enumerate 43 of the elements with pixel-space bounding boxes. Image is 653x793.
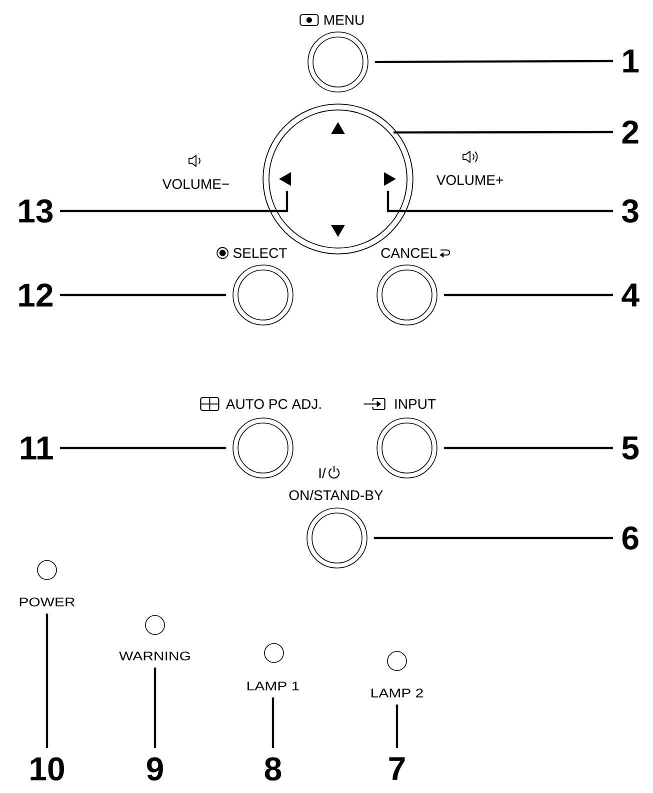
callout-number: 7 [389, 757, 405, 780]
callout-number: 1 [623, 50, 639, 72]
leader-line [386, 190, 613, 212]
arrow-key [331, 225, 345, 237]
leader-line [154, 668, 156, 748]
indicator-label: WARNING [119, 652, 190, 660]
leader-line [60, 190, 288, 212]
indicator-label: LAMP 1 [248, 682, 299, 690]
key-label: I/ [319, 468, 326, 478]
leader-line [60, 446, 226, 450]
callout-number: 2 [622, 120, 638, 144]
key-label: SELECT [233, 248, 287, 258]
leader-line [444, 294, 613, 296]
arrow-key [279, 172, 291, 186]
callout-number: 8 [264, 757, 282, 781]
leader-line [393, 130, 613, 134]
key-label: AUTO PC ADJ. [226, 399, 321, 409]
callout-number: 12 [19, 284, 52, 307]
arrow-key [331, 122, 345, 134]
leader-line [444, 446, 613, 450]
indicator-label: LAMP 2 [372, 688, 423, 698]
callout-number: 11 [21, 436, 53, 460]
callout-number: 13 [19, 199, 53, 223]
key-label: INPUT [395, 399, 436, 409]
key-label: MENU [324, 15, 364, 25]
key-label: ON/STAND-BY [289, 490, 383, 500]
callout-number: 6 [622, 526, 638, 550]
leader-line [396, 704, 398, 748]
callout-number: 9 [146, 757, 163, 781]
leader-line [374, 60, 613, 64]
callout-number: 10 [30, 757, 64, 781]
leader-line [60, 294, 226, 296]
key-label: CANCEL [381, 248, 437, 258]
indicator-label: POWER [20, 598, 75, 606]
callout-number: 5 [622, 436, 639, 460]
callout-number: 3 [622, 199, 638, 223]
key-label: VOLUME+ [436, 175, 503, 185]
leader-line [46, 614, 48, 748]
key-label: VOLUME− [162, 179, 229, 189]
leader-line [272, 698, 274, 748]
arrow-key [384, 172, 396, 186]
leader-line [374, 536, 613, 540]
callout-number: 4 [622, 284, 640, 306]
